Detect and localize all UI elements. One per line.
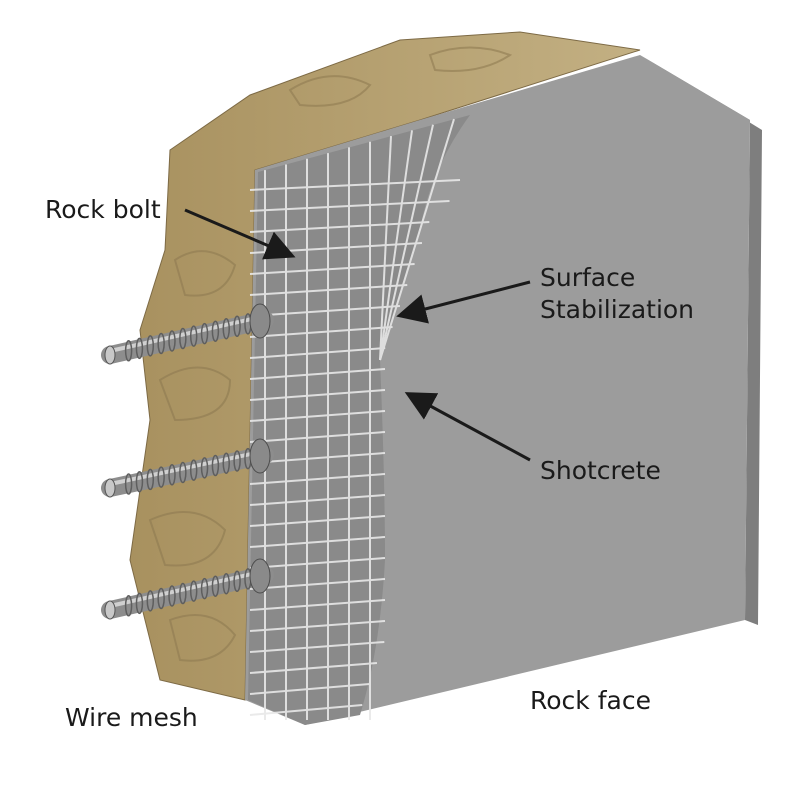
bolt-thread bbox=[124, 595, 133, 617]
bolt-thread bbox=[179, 582, 187, 605]
bolt-thread bbox=[135, 470, 144, 493]
bolt-thread bbox=[157, 587, 165, 610]
mesh-wire-horizontal bbox=[249, 473, 386, 485]
mesh-area bbox=[248, 115, 470, 725]
bolt-thread bbox=[189, 325, 198, 347]
mesh-wire-horizontal bbox=[249, 557, 386, 569]
mesh-wire-horizontal bbox=[249, 704, 363, 716]
bolt-nut bbox=[249, 438, 271, 474]
mesh-wire-horizontal bbox=[249, 599, 386, 611]
mesh-wire-horizontal bbox=[249, 683, 370, 695]
rock-bolt bbox=[101, 303, 274, 365]
bolt-thread bbox=[168, 464, 176, 486]
mesh-wire-horizontal bbox=[249, 662, 378, 674]
mesh-wire-horizontal bbox=[249, 494, 386, 506]
label-surface-stabilization-line2: Stabilization bbox=[540, 295, 695, 324]
surface-stabilization-arrow bbox=[396, 280, 531, 324]
shotcrete-arrow bbox=[404, 392, 531, 462]
label-surface-stabilization-line1: Surface bbox=[540, 263, 636, 292]
bolt-thread bbox=[200, 322, 209, 345]
mesh-wire-horizontal bbox=[249, 515, 386, 527]
mesh-wire-horizontal bbox=[249, 284, 408, 296]
mesh-wire-horizontal bbox=[249, 368, 386, 380]
label-wire-mesh: Wire mesh bbox=[65, 703, 198, 732]
bolt-thread bbox=[179, 327, 187, 350]
bolt-thread bbox=[135, 337, 144, 360]
bolt-thread bbox=[124, 340, 133, 362]
label-rock-face: Rock face bbox=[530, 686, 651, 715]
label-rock-bolt: Rock bolt bbox=[45, 195, 161, 224]
bolt-thread bbox=[189, 459, 198, 481]
bolt-thread bbox=[168, 585, 176, 607]
mesh-wire-horizontal bbox=[249, 536, 386, 548]
bolt-end bbox=[104, 600, 116, 620]
mesh-wire-horizontal bbox=[249, 221, 430, 233]
rock-bolts bbox=[101, 303, 274, 620]
mesh-wire-horizontal bbox=[249, 179, 461, 191]
shotcrete-side bbox=[640, 55, 762, 625]
bolt-thread bbox=[146, 468, 155, 491]
rock-bolt-arrow bbox=[184, 208, 296, 260]
bolt-thread bbox=[233, 570, 241, 593]
rock-bolt bbox=[101, 438, 274, 498]
rock-texture bbox=[148, 46, 513, 662]
bolt-thread bbox=[211, 575, 220, 597]
bolt-thread bbox=[124, 473, 133, 495]
bolt-thread bbox=[211, 320, 220, 342]
mesh-wire-vertical bbox=[379, 118, 455, 361]
bolt-thread bbox=[222, 318, 230, 340]
bolt-thread bbox=[189, 580, 198, 602]
mesh-wire-horizontal bbox=[249, 641, 385, 653]
bolt-end bbox=[104, 345, 116, 365]
mesh-wire-horizontal bbox=[249, 389, 386, 401]
mesh-wire-horizontal bbox=[249, 452, 386, 464]
mesh-wire-vertical bbox=[379, 124, 434, 361]
bolt-nut bbox=[249, 303, 271, 339]
mesh-wire-horizontal bbox=[249, 263, 415, 275]
label-shotcrete: Shotcrete bbox=[540, 456, 661, 485]
mesh-wire-horizontal bbox=[249, 578, 386, 590]
mesh-wire-horizontal bbox=[249, 410, 386, 422]
mesh-wire-horizontal bbox=[249, 326, 393, 338]
bolt-thread bbox=[222, 452, 230, 474]
bolt-thread bbox=[157, 332, 165, 355]
bolt-thread bbox=[233, 450, 241, 472]
bolt-thread bbox=[146, 335, 155, 357]
bolt-nut bbox=[249, 558, 271, 594]
bolt-thread bbox=[233, 315, 241, 338]
bolt-thread bbox=[157, 466, 165, 488]
bolt-end bbox=[104, 478, 116, 498]
mesh-wire-horizontal bbox=[249, 305, 400, 317]
rock-bolt bbox=[101, 558, 274, 620]
bolt-thread bbox=[222, 573, 230, 595]
mesh-wire-horizontal bbox=[249, 431, 386, 443]
mesh-wire-vertical bbox=[379, 136, 392, 361]
bolt-thread bbox=[168, 330, 176, 352]
bolt-thread bbox=[200, 457, 209, 479]
bolt-thread bbox=[135, 592, 144, 615]
mesh-wire-horizontal bbox=[249, 200, 450, 212]
bolt-thread bbox=[200, 577, 209, 600]
bolt-thread bbox=[179, 461, 187, 484]
mesh-wire-horizontal bbox=[249, 620, 386, 632]
bolt-thread bbox=[146, 590, 155, 612]
bolt-thread bbox=[211, 454, 220, 477]
mesh-wire-horizontal bbox=[249, 347, 386, 359]
